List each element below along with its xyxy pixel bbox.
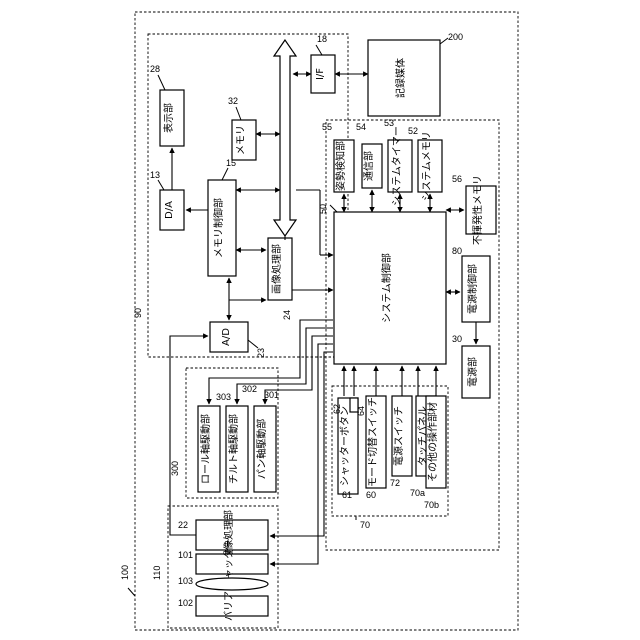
ref-62: 62 <box>332 404 342 414</box>
ref-18: 18 <box>317 34 327 44</box>
ref-60: 60 <box>366 490 376 500</box>
ref-13: 13 <box>150 170 160 180</box>
ref-102: 102 <box>178 598 193 608</box>
tilt-drive-label: チルト軸駆動部 <box>227 414 240 484</box>
ad-label: A/D <box>221 328 232 346</box>
system-controller-label: システム制御部 <box>380 253 393 323</box>
da-label: D/A <box>164 201 175 219</box>
ref-103: 103 <box>178 576 193 586</box>
ref-110: 110 <box>152 566 162 580</box>
ref-61: 61 <box>342 490 352 500</box>
ref-53: 53 <box>384 118 394 128</box>
ref-22: 22 <box>178 520 188 530</box>
image-processor-label: 画像処理部 <box>270 244 283 294</box>
roll-drive-label: ロール軸駆動部 <box>199 414 212 484</box>
pan-drive-label: パン軸駆動部 <box>255 419 268 480</box>
display-unit-label: 表示部 <box>162 103 175 133</box>
ref-90: 90 <box>133 308 143 318</box>
ref-302: 302 <box>242 384 257 394</box>
other-operation-label: その他の操作部材 <box>426 402 439 482</box>
ref-200: 200 <box>448 32 463 42</box>
power-switch-label: 電源スイッチ <box>392 406 405 466</box>
recording-medium-label: 記録媒体 <box>394 58 407 98</box>
communication-unit-label: 通信部 <box>362 151 375 181</box>
data-bus-arrow <box>274 40 296 236</box>
ref-32: 32 <box>228 96 238 106</box>
system-memory-label: システムメモリ <box>421 131 433 201</box>
power-unit-label: 電源部 <box>466 357 479 387</box>
ref-70a: 70a <box>410 488 425 498</box>
power-controller-label: 電源制御部 <box>466 264 479 314</box>
camera-frame <box>135 12 518 630</box>
nonvolatile-memory-label: 不揮発性メモリ <box>471 175 484 245</box>
lens-ellipse <box>196 578 268 590</box>
ref-52: 52 <box>408 126 418 136</box>
ref-15: 15 <box>226 158 236 168</box>
ref-80: 80 <box>452 246 462 256</box>
attitude-detector-label: 姿勢検知部 <box>334 141 347 191</box>
ref-54: 54 <box>356 122 366 132</box>
ref-24: 24 <box>282 310 292 320</box>
memory-controller-label: メモリ制御部 <box>212 198 225 258</box>
ref-300: 300 <box>170 461 180 476</box>
system-timer-label: システムタイマー <box>391 126 403 206</box>
ref-100: 100 <box>120 565 130 580</box>
ref-30: 30 <box>452 334 462 344</box>
ref-23: 23 <box>256 348 266 358</box>
ref-303: 303 <box>216 392 231 402</box>
shutter-button-label: シャッターボタン <box>339 406 351 486</box>
ref-72: 72 <box>390 478 400 488</box>
barrier-label: バリア <box>223 591 235 621</box>
mode-switch-label: モード切替スイッチ <box>366 397 379 487</box>
ref-55: 55 <box>322 122 332 132</box>
ref-64: 64 <box>356 406 366 416</box>
memory-label: メモリ <box>236 125 247 155</box>
ref-101: 101 <box>178 550 193 560</box>
ref-56: 56 <box>452 174 462 184</box>
ref-28: 28 <box>150 64 160 74</box>
ref-301: 301 <box>264 390 279 400</box>
if-label: I/F <box>315 68 326 80</box>
ref-70: 70 <box>360 520 370 530</box>
ref-70b: 70b <box>424 500 439 510</box>
